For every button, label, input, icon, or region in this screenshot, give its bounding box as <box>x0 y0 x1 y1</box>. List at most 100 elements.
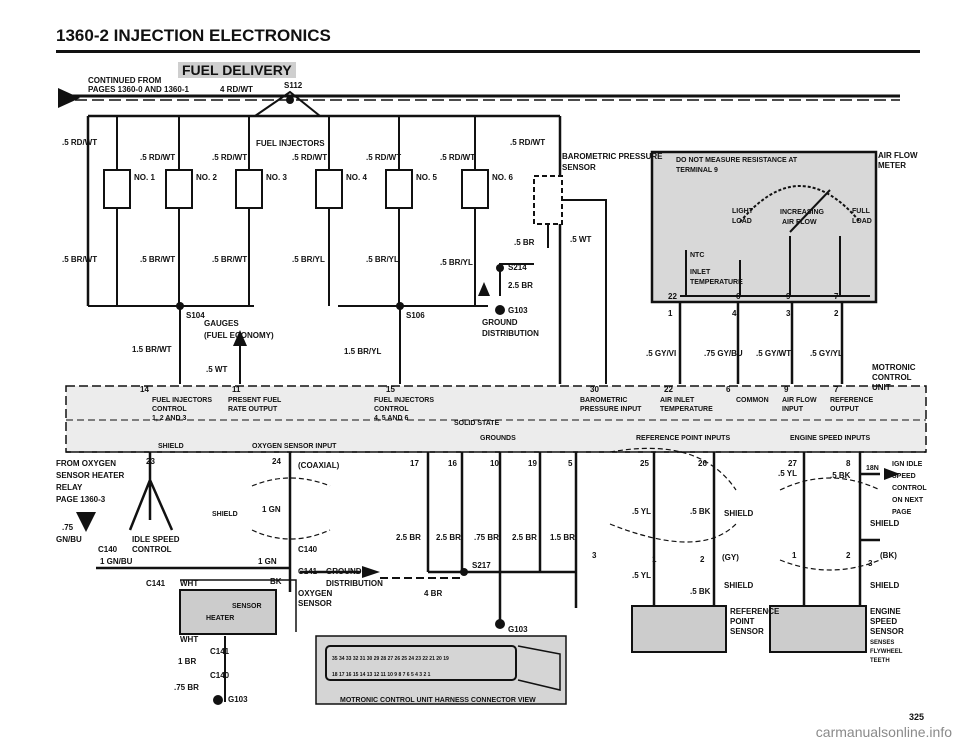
from-o2-label: SENSOR HEATER <box>56 471 125 480</box>
band-text: OUTPUT <box>830 406 860 413</box>
increasing-label: INCREASING <box>780 209 825 216</box>
idle-arrow <box>884 468 900 480</box>
s104-splice <box>176 302 184 310</box>
o2-sensor-title: SENSOR <box>298 599 332 608</box>
pin-label: 8 <box>846 459 851 468</box>
injector-6 <box>461 169 489 209</box>
airflow-label: AIR FLOW <box>782 219 817 226</box>
rdwt4-label: 4 RD/WT <box>220 85 253 94</box>
s112-splice <box>286 96 294 104</box>
eng-sensor-note: SENSES <box>870 640 894 646</box>
brwt5-label: .5 BR/WT <box>212 255 247 264</box>
band-text: ENGINE SPEED INPUTS <box>790 435 870 442</box>
g103-label: G103 <box>228 695 248 704</box>
c141-label: C141 <box>298 567 318 576</box>
pin-label: 15 <box>386 385 395 394</box>
pin-label: 27 <box>788 459 797 468</box>
ign-label: ON NEXT <box>892 497 924 504</box>
bk-paren-label: (BK) <box>880 551 897 560</box>
pin-label: 30 <box>590 385 599 394</box>
band-text: SHIELD <box>158 443 184 450</box>
br1-label: 1 BR <box>178 657 196 666</box>
brwt5-label: .5 BR/WT <box>140 255 175 264</box>
bryl15-label: 1.5 BR/YL <box>344 347 381 356</box>
rdwt5-label: .5 RD/WT <box>440 153 475 162</box>
c141-label: C141 <box>146 579 166 588</box>
v-marker <box>76 512 96 532</box>
from-o2-label: FROM OXYGEN <box>56 459 116 468</box>
injector-4 <box>315 169 343 209</box>
eng-sensor-title: ENGINE <box>870 607 901 616</box>
band-text: 4, 5 AND 6 <box>374 415 408 422</box>
shield-label: SHIELD <box>212 511 238 518</box>
load-label: LOAD <box>732 218 752 225</box>
pin-row-top: 35 34 33 32 31 30 29 28 27 26 25 24 23 2… <box>332 656 449 662</box>
bryl5-label: .5 BR/YL <box>440 258 473 267</box>
afm-terminal-num: 7 <box>834 292 839 301</box>
term-1: 1 <box>792 551 797 560</box>
eng-sensor-title: SPEED <box>870 617 897 626</box>
idle-label: CONTROL <box>132 545 172 554</box>
injector-wiring <box>88 90 488 384</box>
o2-sensor-box <box>179 589 277 635</box>
bk5-label: .5 BK <box>690 507 711 516</box>
injector-no4: NO. 4 <box>346 173 367 182</box>
injector-no2: NO. 2 <box>196 173 217 182</box>
pin-label: 16 <box>448 459 457 468</box>
band-text: PRESSURE INPUT <box>580 406 642 413</box>
s217-splice <box>460 568 468 576</box>
br25b-label: 2.5 BR <box>396 533 421 542</box>
pages-label: PAGES 1360-0 AND 1360-1 <box>88 85 189 94</box>
gn1-label: 1 GN <box>258 557 277 566</box>
gnbu-label: .75 <box>62 523 74 532</box>
term-1: 1 <box>652 555 657 564</box>
c140-label: C140 <box>298 545 318 554</box>
gyyl-label: .5 GY/YL <box>810 349 843 358</box>
afm-pin-num: 2 <box>834 309 839 318</box>
term-2: 2 <box>700 555 705 564</box>
pin-label: 7 <box>834 385 839 394</box>
pin-row-bottom: 18 17 16 15 14 13 12 11 10 9 8 7 6 5 4 3… <box>332 672 431 678</box>
br5-label: .5 BR <box>514 238 535 247</box>
rdwt5-label: .5 RD/WT <box>510 138 545 147</box>
pin-label: 22 <box>664 385 673 394</box>
wt5-baro-label: .5 WT <box>570 235 591 244</box>
baro-label: BAROMETRIC PRESSURE <box>562 152 663 161</box>
gyvi-label: .5 GY/VI <box>646 349 676 358</box>
gybu-label: .75 GY/BU <box>704 349 743 358</box>
br15-label: 1.5 BR <box>550 533 575 542</box>
gnbu1-label: 1 GN/BU <box>100 557 133 566</box>
s217-label: S217 <box>472 561 491 570</box>
band-text: CONTROL <box>152 406 187 413</box>
gywt-label: .5 GY/WT <box>756 349 791 358</box>
baro-sensor-label: SENSOR <box>562 163 596 172</box>
ref-sensor-title: POINT <box>730 617 755 626</box>
ign-label: PAGE <box>892 509 912 516</box>
injector-5 <box>385 169 413 209</box>
feed-bus <box>58 94 900 384</box>
band-text: REFERENCE POINT INPUTS <box>636 435 730 442</box>
br25b-label: 2.5 BR <box>436 533 461 542</box>
s106-label: S106 <box>406 311 425 320</box>
rdwt5-label: .5 RD/WT <box>62 138 97 147</box>
pin-label: 19 <box>528 459 537 468</box>
gn1-label: 1 GN <box>262 505 281 514</box>
pin-label: 25 <box>640 459 649 468</box>
yl5-label: .5 YL <box>778 469 797 478</box>
temperature-label: TEMPERATURE <box>690 279 743 286</box>
wht-label: WHT <box>180 635 198 644</box>
pin-label: 11 <box>232 385 241 394</box>
injector-row <box>103 169 489 209</box>
yl5-label: .5 YL <box>632 507 651 516</box>
br25-label: 2.5 BR <box>508 281 533 290</box>
sensor-label: SENSOR <box>232 603 262 610</box>
load-label: LOAD <box>852 218 872 225</box>
ground-label: GROUND <box>482 318 518 327</box>
diagram-text: CONTINUED FROM PAGES 1360-0 AND 1360-1 B… <box>56 76 927 704</box>
pin-label: 10 <box>490 459 499 468</box>
band-text: INPUT <box>782 406 804 413</box>
o2-sensor-title: OXYGEN <box>298 589 332 598</box>
title-rule <box>56 50 920 53</box>
shield-label: SHIELD <box>724 581 754 590</box>
afm-terminal: TERMINAL 9 <box>676 167 718 174</box>
